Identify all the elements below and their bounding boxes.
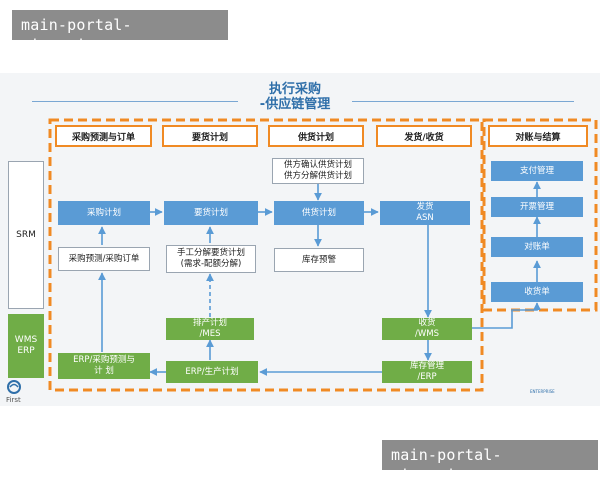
invoice-mgmt-node: 开票管理 [491,197,583,217]
inventory-mgmt-label: 库存管理 [409,361,444,371]
forecast-order-label: 采购预测/采购订单 [68,253,140,264]
receive-wms-node: 收货 /WMS [382,318,472,340]
purchase-plan-label: 采购计划 [86,207,121,218]
supply-plan-label: 供货计划 [301,207,336,218]
frame-main [48,118,484,392]
header-supply-plan: 供货计划 [268,125,364,147]
wms-erp-label: WMS ERP [14,335,38,356]
demand-plan-label: 要货计划 [193,207,228,218]
srm-system: SRM [8,161,44,309]
manual-breakdown-label-1: 手工分解要货计划 [176,248,245,258]
srm-label: SRM [16,229,36,240]
first-logo: First [6,380,22,404]
ship-asn-node: 发货 ASN [380,201,470,225]
payment-mgmt-node: 支付管理 [491,161,583,181]
supplier-breakdown-label: 供方分解供货计划 [283,171,352,181]
enterprise-logo-text: ENTERPRISE [530,389,555,394]
ship-label: 发货 [416,202,434,212]
purchase-plan-node: 采购计划 [58,201,150,225]
statement-label: 对账单 [524,241,550,252]
supplier-confirm-label: 供方确认供货计划 [283,160,352,170]
statement-node: 对账单 [491,237,583,257]
production-schedule-label-2: /MES [199,329,221,339]
supply-plan-node: 供货计划 [274,201,364,225]
swirl-icon [7,380,21,394]
erp-forecast-node: ERP/采购预测与 计 划 [58,353,150,379]
enterprise-logo: ENTERPRISE [530,389,555,394]
inventory-alert-label: 库存预警 [301,254,336,265]
header-ship-receive: 发货/收货 [376,125,472,147]
asn-label: ASN [416,213,434,223]
erp-forecast-label-1: ERP/采购预测与 [73,355,135,365]
diagram-title: 执行采购 -供应链管理 [240,82,350,112]
payment-mgmt-label: 支付管理 [519,165,554,176]
invoice-mgmt-label: 开票管理 [519,201,554,212]
wms-erp-system: WMS ERP [8,314,44,378]
title-rule-left [32,101,238,102]
title-line-1: 执行采购 [268,82,321,97]
header-demand-plan: 要货计划 [162,125,258,147]
receipt-node: 收货单 [491,282,583,302]
supplier-confirm-node: 供方确认供货计划 供方分解供货计划 [272,158,364,184]
erp-label: /ERP [417,372,437,382]
receive-label: 收货 [418,318,436,328]
erp-production-node: ERP/生产计划 [166,361,258,383]
header-forecast-order: 采购预测与订单 [55,125,152,147]
demand-plan-node: 要货计划 [164,201,258,225]
watermark-top: main-portal-aiyouxi.com [12,10,228,54]
title-rule-right [352,101,574,102]
receipt-label: 收货单 [524,286,550,297]
production-schedule-label-1: 排产计划 [192,318,227,328]
inventory-alert-node: 库存预警 [274,248,364,272]
manual-breakdown-label-2: (需求-配额分解) [180,259,242,269]
erp-production-label: ERP/生产计划 [185,366,239,377]
first-logo-text: First [6,396,21,404]
production-schedule-node: 排产计划 /MES [166,318,254,340]
manual-breakdown-node: 手工分解要货计划 (需求-配额分解) [166,245,256,273]
watermark-bottom: main-portal-aiyouxi.com [382,440,598,484]
header-reconcile-settle: 对账与结算 [488,125,588,147]
erp-forecast-label-2: 计 划 [94,366,114,376]
forecast-order-node: 采购预测/采购订单 [58,247,150,271]
inventory-mgmt-node: 库存管理 /ERP [382,361,472,383]
title-line-2: -供应链管理 [259,97,331,112]
wms-label: /WMS [415,329,439,339]
